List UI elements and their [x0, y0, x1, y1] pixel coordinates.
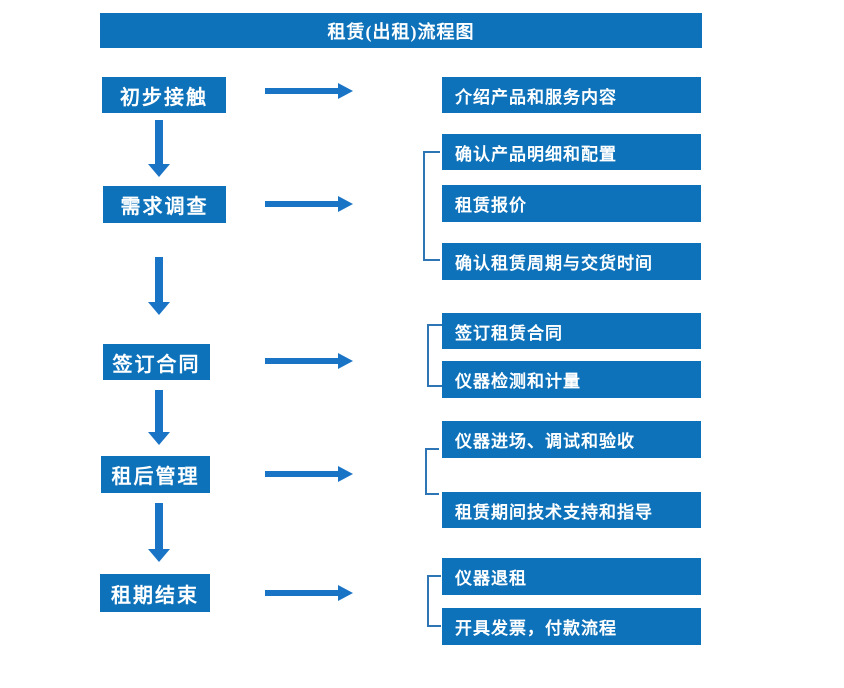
down-arrow-4-shaft	[155, 503, 163, 550]
bracket-sign-contract-group	[427, 324, 443, 387]
detail-box-instrument-setup-acceptance: 仪器进场、调试和验收	[442, 421, 701, 458]
detail-box-sign-rental-contract: 签订租赁合同	[442, 313, 701, 349]
right-arrow-3-head	[338, 353, 353, 369]
title-bar: 租赁(出租)流程图	[100, 13, 702, 48]
down-arrow-4	[148, 503, 170, 562]
down-arrow-1-shaft	[155, 120, 163, 165]
right-arrow-4	[265, 466, 353, 482]
stage-box-initial-contact: 初步接触	[102, 77, 226, 113]
detail-box-introduce-products: 介绍产品和服务内容	[442, 77, 701, 113]
right-arrow-2-head	[338, 196, 353, 212]
down-arrow-1-head	[148, 164, 170, 177]
right-arrow-5-head	[338, 585, 353, 601]
bracket-needs-survey-group	[423, 151, 440, 261]
down-arrow-3-head	[148, 432, 170, 445]
down-arrow-3-shaft	[155, 390, 163, 433]
detail-box-instrument-return: 仪器退租	[442, 558, 701, 595]
right-arrow-1	[265, 83, 353, 99]
right-arrow-1-head	[338, 83, 353, 99]
down-arrow-2-head	[148, 302, 170, 315]
right-arrow-2-shaft	[265, 201, 340, 207]
right-arrow-4-shaft	[265, 471, 340, 477]
down-arrow-4-head	[148, 549, 170, 562]
right-arrow-5-shaft	[265, 590, 340, 596]
bracket-rental-end-group	[427, 575, 441, 627]
detail-box-invoice-payment: 开具发票，付款流程	[442, 608, 701, 645]
detail-box-confirm-period-delivery: 确认租赁周期与交货时间	[442, 243, 701, 280]
stage-box-post-rental-management: 租后管理	[101, 456, 210, 493]
right-arrow-5	[265, 585, 353, 601]
down-arrow-2-shaft	[155, 257, 163, 303]
right-arrow-3	[265, 353, 353, 369]
detail-box-rental-quote: 租赁报价	[442, 185, 701, 222]
detail-box-tech-support: 租赁期间技术支持和指导	[442, 492, 701, 528]
bracket-post-rental-group	[425, 448, 439, 495]
right-arrow-3-shaft	[265, 358, 340, 364]
down-arrow-1	[148, 120, 170, 177]
stage-box-needs-survey: 需求调查	[103, 186, 226, 223]
down-arrow-3	[148, 390, 170, 445]
detail-box-instrument-testing: 仪器检测和计量	[442, 361, 701, 398]
stage-box-rental-end: 租期结束	[100, 574, 210, 612]
right-arrow-1-shaft	[265, 88, 340, 94]
detail-box-confirm-product-config: 确认产品明细和配置	[442, 134, 701, 170]
right-arrow-2	[265, 196, 353, 212]
right-arrow-4-head	[338, 466, 353, 482]
page-title: 租赁(出租)流程图	[327, 21, 475, 42]
stage-box-sign-contract: 签订合同	[103, 344, 210, 380]
down-arrow-2	[148, 257, 170, 315]
